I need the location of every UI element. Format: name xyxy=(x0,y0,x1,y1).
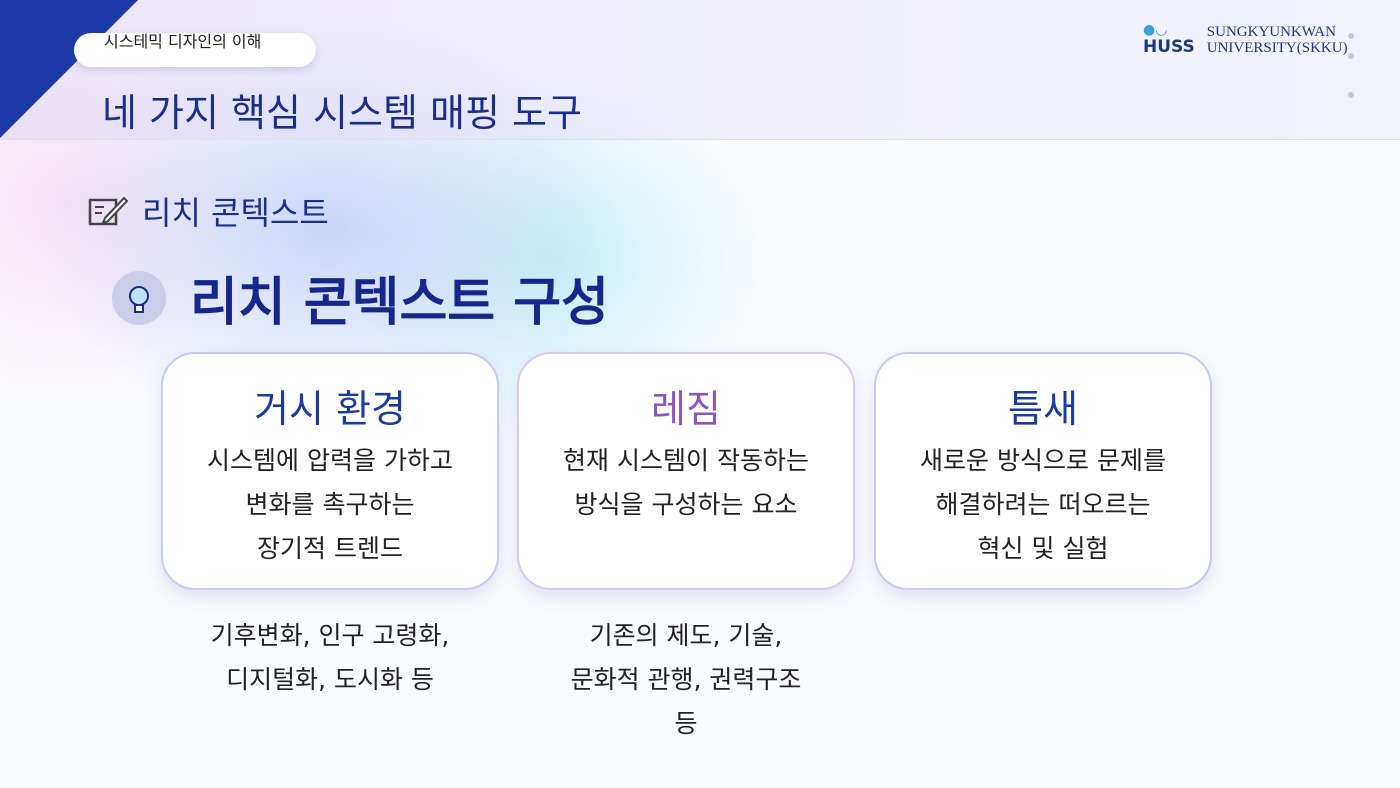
corner-decoration xyxy=(0,0,138,138)
page-title: 네 가지 핵심 시스템 매핑 도구 xyxy=(102,91,582,135)
huss-logo: ●◡HUSS xyxy=(1143,22,1195,57)
macro-examples: 기후변화, 인구 고령화,디지털화, 도시화 등 xyxy=(210,621,450,694)
course-badge: 시스테믹 디자인의 이해 xyxy=(74,33,316,67)
dot-decoration xyxy=(1348,33,1354,39)
dot-decoration xyxy=(1348,53,1354,59)
header: 시스테믹 디자인의 이해 네 가지 핵심 시스템 매핑 도구 ●◡HUSS SU… xyxy=(0,0,1400,140)
edit-note-icon xyxy=(88,196,128,226)
section-heading: 리치 콘텍스트 xyxy=(88,188,329,234)
subtitle: 리치 콘텍스트 구성 xyxy=(112,260,609,335)
lightbulb-icon xyxy=(112,270,166,325)
huss-logo-icon: ●◡ xyxy=(1143,22,1168,38)
dot-decoration xyxy=(1348,92,1354,98)
